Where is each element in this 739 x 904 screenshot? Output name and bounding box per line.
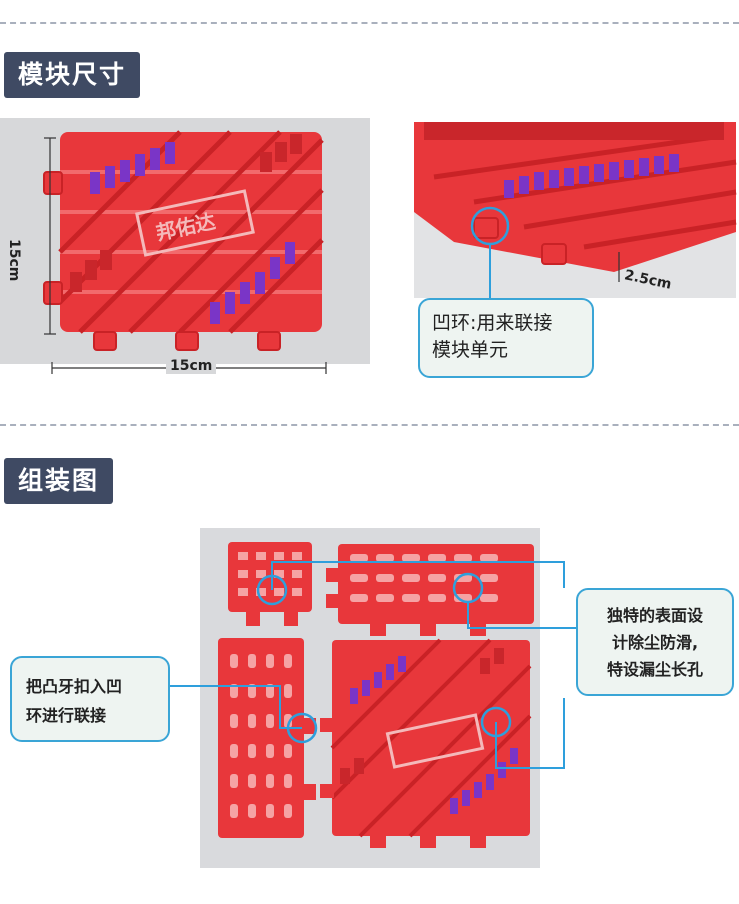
assembly-image <box>200 528 540 868</box>
callout-surface-design: 独特的表面设 计除尘防滑, 特设漏尘长孔 <box>576 588 734 696</box>
callout-surface-line2: 计除尘防滑, <box>611 633 699 652</box>
callout-tooth-line1: 把凸牙扣入凹 <box>26 677 123 696</box>
assembly-photo <box>200 528 540 868</box>
callout-ring-connector: 凹环:用来联接 模块单元 <box>418 298 594 378</box>
divider-middle <box>0 424 739 426</box>
tile-top-view-image: 邦佑达 <box>0 118 370 374</box>
callout-tooth-connection: 把凸牙扣入凹 环进行联接 <box>10 656 170 742</box>
callout-ring-line2: 模块单元 <box>432 339 509 361</box>
tile-edge-image <box>414 122 737 298</box>
callout-ring-line1: 凹环:用来联接 <box>432 312 553 334</box>
divider-top <box>0 22 739 24</box>
callout-surface-line1: 独特的表面设 <box>606 606 703 625</box>
tile-edge-closeup-photo: 2.5cm <box>414 122 737 298</box>
section-title-assembly: 组装图 <box>4 458 114 504</box>
width-dimension-label: 15cm <box>166 358 217 374</box>
callout-surface-line3: 特设漏尘长孔 <box>606 660 703 679</box>
tile-dimension-photo: 邦佑达 15cm 15cm <box>0 118 370 374</box>
callout-tooth-line2: 环进行联接 <box>26 706 107 725</box>
section-title-size: 模块尺寸 <box>4 52 141 98</box>
